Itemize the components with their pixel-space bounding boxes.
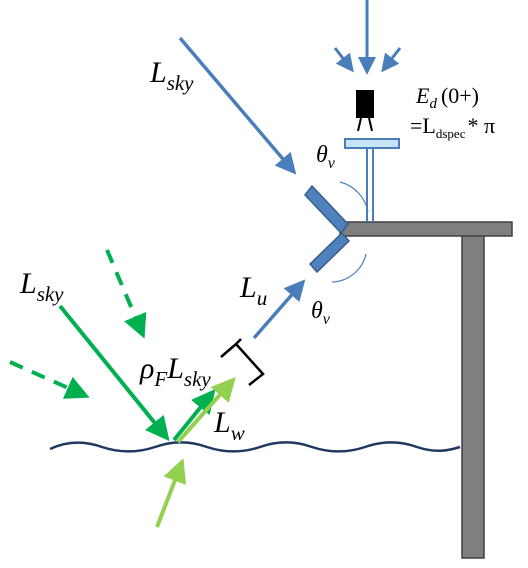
- label-ed-line2: =Ldspec* π: [410, 113, 495, 141]
- label-lw: Lw: [213, 406, 245, 445]
- mounting-pole: [339, 221, 513, 559]
- downwelling-arrow-right: [381, 47, 402, 73]
- sky-radiance-arrow-blue: [178, 36, 297, 175]
- surface-reflection: [9, 249, 216, 442]
- sky-radiance-arrow-green: [58, 304, 170, 442]
- pole-crossbar: [339, 221, 513, 237]
- pole-vertical: [461, 233, 485, 559]
- field-of-view-bracket: [220, 338, 265, 386]
- radiance-sensors: [304, 181, 369, 283]
- diffuse-arrow-lower: [9, 360, 90, 399]
- water-leaving-arrow-below: [155, 458, 187, 528]
- label-lsky-left: Lsky: [19, 267, 64, 306]
- theta-arc-lower: [331, 253, 367, 283]
- theta-arc-upper: [339, 181, 369, 213]
- sky-radiance-sensor: [304, 184, 349, 235]
- upwelling-radiance-arrow: [252, 279, 306, 340]
- label-lu: Lu: [239, 271, 267, 310]
- label-ed-line1: Ed(0+): [415, 83, 479, 112]
- water-leaving-arrow-above: [176, 377, 236, 444]
- label-theta-lower: θv: [311, 298, 331, 328]
- downwelling-arrow-left: [333, 47, 354, 73]
- camera-legs: [357, 117, 373, 132]
- reflected-sky-arrow: [172, 388, 216, 442]
- downwelling-arrows: [333, 0, 402, 75]
- diffuse-arrow-upper: [105, 249, 147, 339]
- label-lsky-top: Lsky: [149, 56, 194, 95]
- water-surface: [49, 441, 461, 453]
- label-theta-upper: θv: [316, 142, 336, 172]
- label-rho-lsky: ρFLsky: [139, 352, 211, 391]
- camera-body: [356, 90, 374, 118]
- water-leaving-radiance: [155, 377, 236, 528]
- irradiance-sensor: [344, 90, 400, 222]
- cosine-collector-plate: [344, 138, 400, 149]
- water-radiance-sensor: [308, 231, 351, 274]
